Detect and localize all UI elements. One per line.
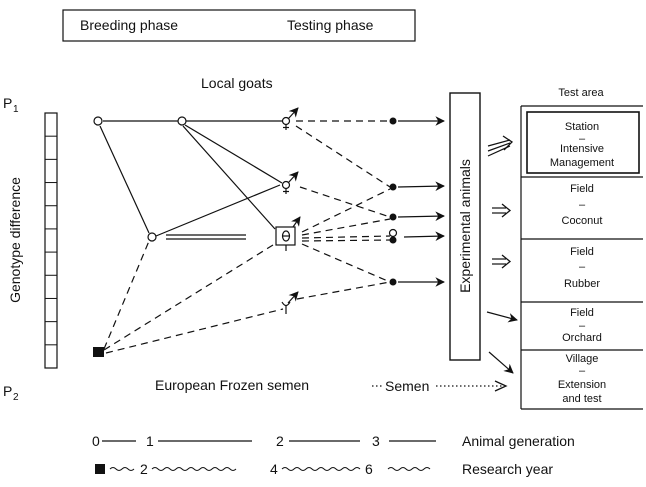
test-area-line: Extension: [558, 379, 606, 391]
test-area-station: Station – Intensive Management: [550, 121, 614, 169]
test-area-coconut: Field – Coconut: [562, 183, 603, 227]
legend-tick: 3: [372, 433, 380, 449]
solid-lineage-lines: [99, 120, 283, 240]
test-area-line: Field: [570, 246, 594, 258]
testing-phase-label: Testing phase: [287, 17, 374, 33]
test-area-line: Field: [570, 307, 594, 319]
test-area-label: Test area: [558, 87, 604, 99]
arrow-to-orchard: [486, 311, 518, 323]
legend: 0 1 2 3 Animal generation 2 4 6 Research…: [92, 433, 575, 477]
experimental-animals-box: Experimental animals: [449, 92, 481, 361]
genotype-scale-bar: [44, 112, 58, 369]
legend-tick: 6: [365, 461, 373, 477]
node-gen0-local: [93, 116, 103, 126]
legend-animal-generation: 0 1 2 3 Animal generation: [92, 433, 575, 449]
test-area-sep: –: [579, 199, 586, 211]
p1-label: P 1: [3, 95, 19, 115]
test-area-sep: –: [579, 320, 586, 332]
double-arrow-icon: [492, 203, 512, 218]
node-european-semen: [93, 347, 104, 357]
test-area-line: Coconut: [562, 215, 603, 227]
p1-letter: P: [3, 95, 12, 111]
arrow-to-village: [488, 351, 514, 374]
semen-flow: Semen: [372, 378, 508, 394]
station-inner-box: [526, 111, 640, 174]
test-area-line: Field: [570, 183, 594, 195]
p2-subscript: 2: [13, 392, 19, 403]
node-test-3: [389, 213, 397, 221]
p1-subscript: 1: [13, 104, 19, 115]
test-area-orchard: Field – Orchard: [562, 307, 602, 344]
node-test-2: [389, 183, 397, 191]
male-female-icon: [281, 107, 299, 130]
legend-tick: 2: [140, 461, 148, 477]
european-frozen-semen-label: European Frozen semen: [155, 377, 309, 393]
test-area-sep: –: [579, 261, 586, 273]
test-area-sep: –: [579, 365, 586, 377]
male-female-symbols: [275, 107, 301, 314]
dashed-semen-lines: [103, 240, 284, 354]
node-test-5: [389, 278, 397, 286]
test-area-line: Station: [565, 121, 599, 133]
test-area-column: Station – Intensive Management Field – C…: [520, 105, 643, 410]
genotype-difference-label: Genotype difference: [7, 177, 23, 303]
arrows-to-test-areas: [486, 135, 518, 374]
legend-tick: 0: [92, 433, 100, 449]
test-area-line: Management: [550, 157, 614, 169]
node-gen1-local: [177, 116, 187, 126]
test-area-sep: –: [579, 133, 586, 145]
phase-header-box: [62, 9, 416, 42]
boxed-male-female-icon: [275, 216, 301, 251]
test-area-village: Village – Extension and test: [558, 353, 606, 405]
test-area-rubber: Field – Rubber: [564, 246, 600, 290]
breeding-phase-label: Breeding phase: [80, 17, 178, 33]
legend-tick: 2: [276, 433, 284, 449]
legend-research-year: 2 4 6 Research year: [95, 461, 553, 477]
arrows-to-experimental: [397, 116, 445, 287]
male-female-icon: [281, 171, 299, 194]
legend-tick: 1: [146, 433, 154, 449]
node-gen1-cross: [147, 232, 157, 242]
p2-letter: P: [3, 383, 12, 399]
node-test-4-filled: [389, 236, 397, 244]
node-test-1: [389, 117, 397, 125]
test-area-line: Orchard: [562, 332, 602, 344]
legend-tick: 4: [270, 461, 278, 477]
triple-arrow-icon: [487, 135, 514, 157]
legend-generation-label: Animal generation: [462, 433, 575, 449]
test-area-line: Village: [566, 353, 599, 365]
test-area-line: Intensive: [560, 143, 604, 155]
p2-label: P 2: [3, 383, 19, 403]
dashed-testing-lines: [295, 120, 391, 300]
node-test-4-open: [388, 228, 398, 238]
test-area-line: Rubber: [564, 278, 600, 290]
test-area-line: and test: [562, 393, 601, 405]
double-arrow-icon: [492, 254, 512, 269]
local-goats-label: Local goats: [201, 75, 273, 91]
legend-semen-square: [95, 464, 105, 474]
semen-arrow-icon: [494, 380, 508, 392]
semen-label: Semen: [385, 378, 429, 394]
legend-research-year-label: Research year: [462, 461, 553, 477]
experimental-animals-label: Experimental animals: [457, 159, 473, 293]
generation-nodes: [93, 116, 398, 357]
phase-header: Breeding phase Testing phase: [62, 9, 416, 42]
male-female-icon: [281, 291, 299, 314]
